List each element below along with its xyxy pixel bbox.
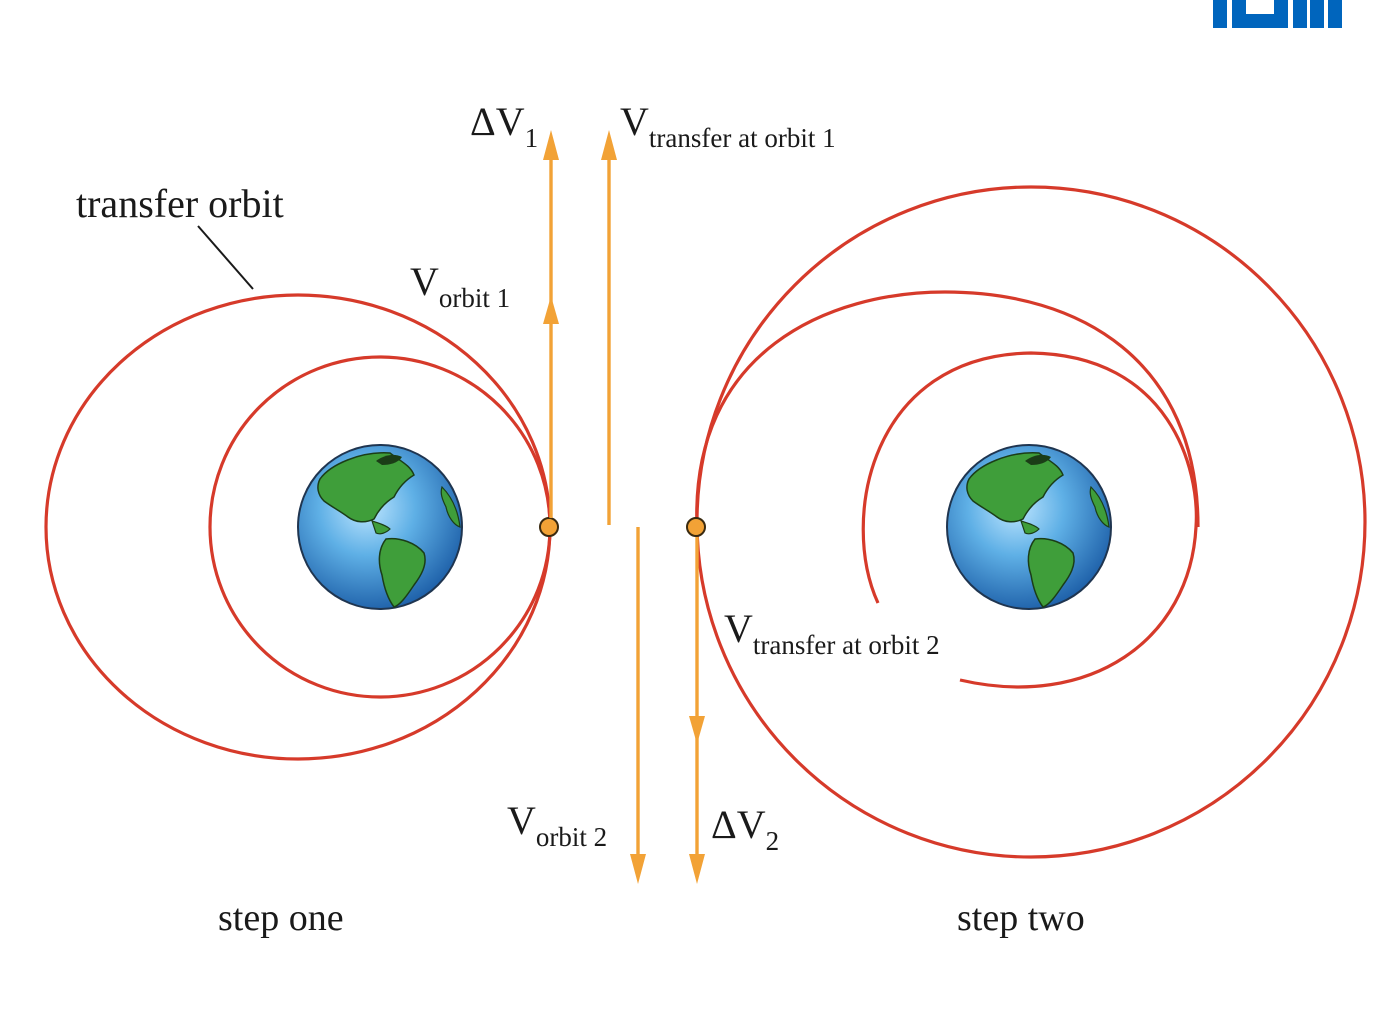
tum-logo bbox=[1213, 0, 1342, 28]
v-orbit1-label: Vorbit 1 bbox=[410, 259, 510, 313]
delta-v2-label: ΔV2 bbox=[711, 802, 779, 856]
burn-point-2 bbox=[686, 517, 706, 537]
burn-point-1 bbox=[539, 517, 559, 537]
step-one-panel bbox=[44, 130, 617, 761]
earth-step-one bbox=[297, 444, 463, 610]
v-transfer-orbit1-label: Vtransfer at orbit 1 bbox=[620, 99, 836, 153]
v-orbit2-label: Vorbit 2 bbox=[507, 798, 607, 852]
v-orbit1-arrowhead bbox=[543, 296, 559, 324]
step-two-caption: step two bbox=[957, 897, 1085, 939]
step-two-panel bbox=[630, 185, 1367, 884]
delta-v1-label: ΔV1 bbox=[470, 99, 538, 153]
transfer-orbit-pointer bbox=[197, 225, 254, 290]
v-transfer-orbit2-arrowhead bbox=[689, 716, 705, 744]
step-one-caption: step one bbox=[218, 897, 344, 939]
orbit-1-step-two bbox=[861, 351, 1198, 689]
v-transfer-orbit2-label: Vtransfer at orbit 2 bbox=[724, 606, 940, 660]
transfer-orbit-step-two bbox=[695, 290, 1200, 528]
transfer-orbit-label: transfer orbit bbox=[76, 181, 284, 226]
earth-step-two bbox=[946, 444, 1112, 610]
